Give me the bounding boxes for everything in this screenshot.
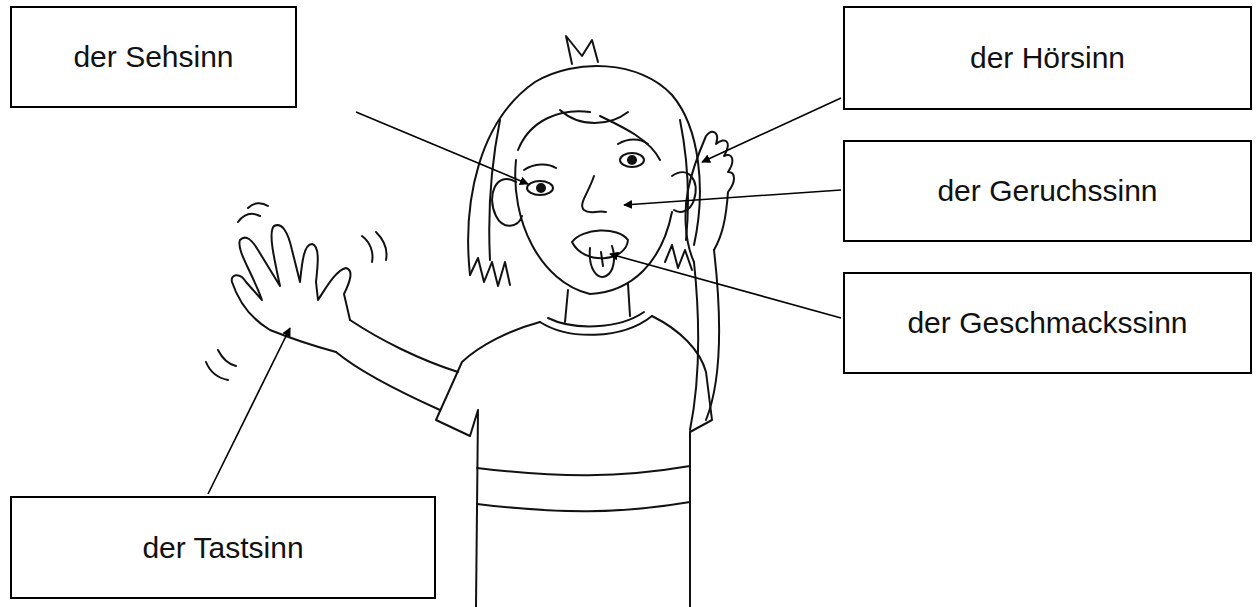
sense-label: der Sehsinn — [73, 39, 233, 75]
left-hand — [232, 225, 351, 352]
tongue-line — [601, 252, 603, 266]
hair-fringe — [665, 245, 692, 270]
shirt — [436, 316, 712, 607]
sense-label: der Geschmackssinn — [907, 305, 1187, 341]
label-box: der Tastsinn — [10, 496, 436, 599]
face — [515, 160, 672, 294]
label-box: der Hörsinn — [843, 6, 1252, 110]
leader-line — [356, 112, 528, 184]
leader-line — [624, 190, 841, 205]
hair — [468, 66, 700, 275]
hair-fringe — [470, 258, 510, 286]
left-arm — [336, 320, 458, 410]
hair-spikes — [566, 36, 598, 64]
right-pupil — [628, 156, 636, 164]
leader-line — [208, 328, 290, 494]
shirt-stripe — [477, 466, 690, 511]
right-eye — [620, 153, 644, 167]
left-eye — [527, 181, 553, 195]
neck — [565, 284, 630, 322]
nose — [582, 176, 606, 212]
label-box: der Sehsinn — [10, 6, 297, 108]
label-box: der Geruchssinn — [843, 140, 1252, 242]
left-brow — [524, 164, 556, 170]
right-brow — [618, 140, 648, 145]
hair-strands — [489, 120, 688, 260]
motion-lines — [206, 203, 387, 380]
leader-line — [610, 254, 841, 318]
mouth — [572, 230, 628, 258]
shirt-collar — [540, 312, 652, 335]
label-box: der Geschmackssinn — [843, 272, 1252, 374]
hair-bangs — [518, 110, 660, 160]
right-ear — [672, 172, 696, 212]
left-ear — [492, 179, 522, 226]
sense-label: der Hörsinn — [970, 40, 1125, 76]
left-pupil — [537, 184, 545, 192]
tongue — [590, 246, 614, 277]
leader-line — [702, 98, 841, 162]
sense-label: der Geruchssinn — [937, 173, 1157, 209]
sense-label: der Tastsinn — [142, 530, 303, 566]
